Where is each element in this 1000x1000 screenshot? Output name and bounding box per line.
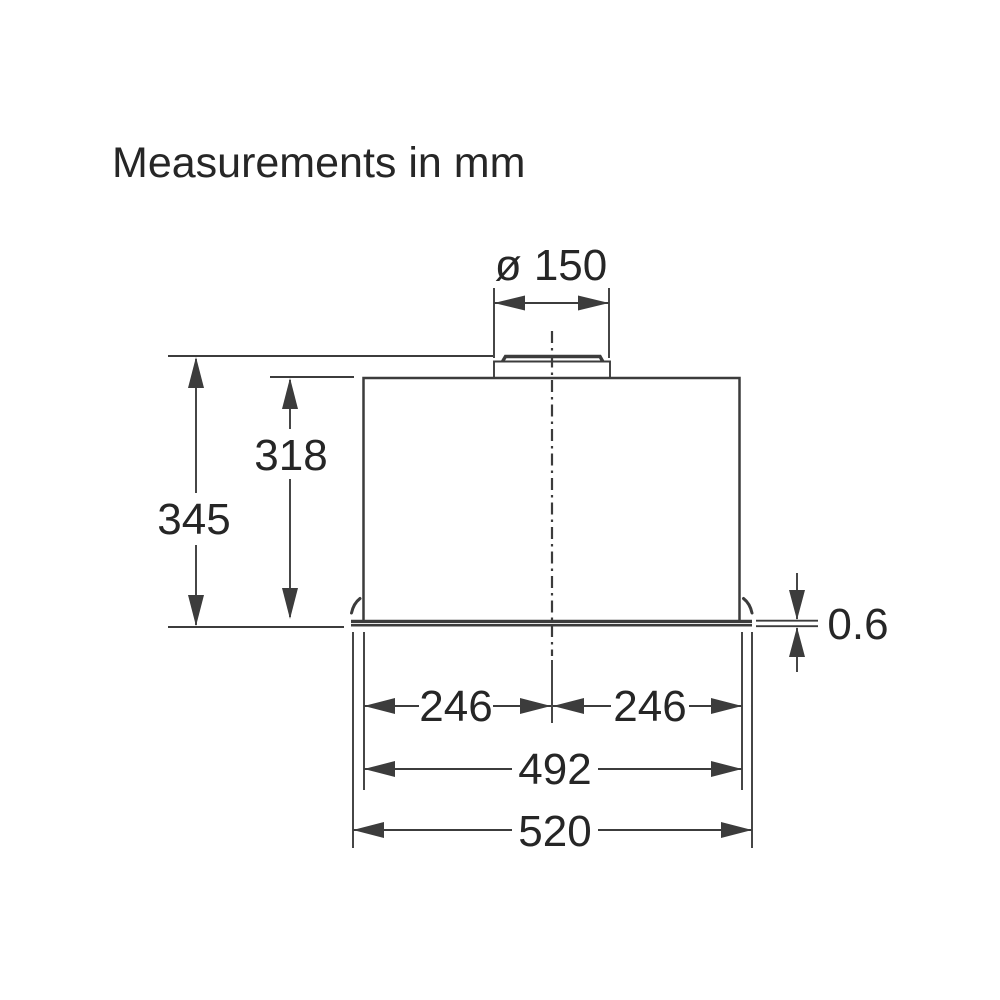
arrowhead-right-icon <box>578 295 609 311</box>
arrowhead-down-icon <box>188 595 204 626</box>
body-height-dim-label: 318 <box>254 431 327 480</box>
dim-panel-thickness: 0.6 <box>756 573 889 672</box>
arrowhead-right-icon <box>711 761 742 777</box>
hood-body <box>362 376 741 620</box>
bottom-panel-left-flare <box>350 597 362 615</box>
dim-right-half-width: 246 <box>553 682 742 731</box>
arrowhead-up-icon <box>188 357 204 388</box>
arrowhead-left-icon <box>364 761 395 777</box>
dim-total-height: 345 <box>157 355 493 628</box>
arrowhead-left-icon <box>364 698 395 714</box>
duct-diameter-dim-label: ø 150 <box>495 241 608 290</box>
total-height-dim-label: 345 <box>157 495 230 544</box>
page-title: Measurements in mm <box>112 139 525 187</box>
arrowhead-right-icon <box>711 698 742 714</box>
arrowhead-down-icon <box>789 590 805 620</box>
left-half-width-dim-label: 246 <box>419 682 492 731</box>
panel-thickness-dim-label: 0.6 <box>827 600 888 649</box>
arrowhead-left-icon <box>553 698 584 714</box>
arrowhead-down-icon <box>282 588 298 619</box>
arrowhead-up-icon <box>789 627 805 657</box>
arrowhead-right-icon <box>520 698 551 714</box>
right-half-width-dim-label: 246 <box>613 682 686 731</box>
arrowhead-up-icon <box>282 378 298 409</box>
dim-overall-width: 520 <box>353 807 752 856</box>
dim-left-half-width: 246 <box>364 682 551 731</box>
dim-inner-width: 492 <box>364 745 742 794</box>
overall-width-dim-label: 520 <box>518 807 591 856</box>
dim-body-height: 318 <box>254 376 354 619</box>
arrowhead-left-icon <box>353 822 384 838</box>
arrowhead-right-icon <box>721 822 752 838</box>
arrowhead-left-icon <box>494 295 525 311</box>
inner-width-dim-label: 492 <box>518 745 591 794</box>
dim-duct-diameter: ø 150 <box>493 241 610 358</box>
bottom-panel-right-flare <box>742 597 754 615</box>
bottom-extension-lines <box>352 632 753 848</box>
